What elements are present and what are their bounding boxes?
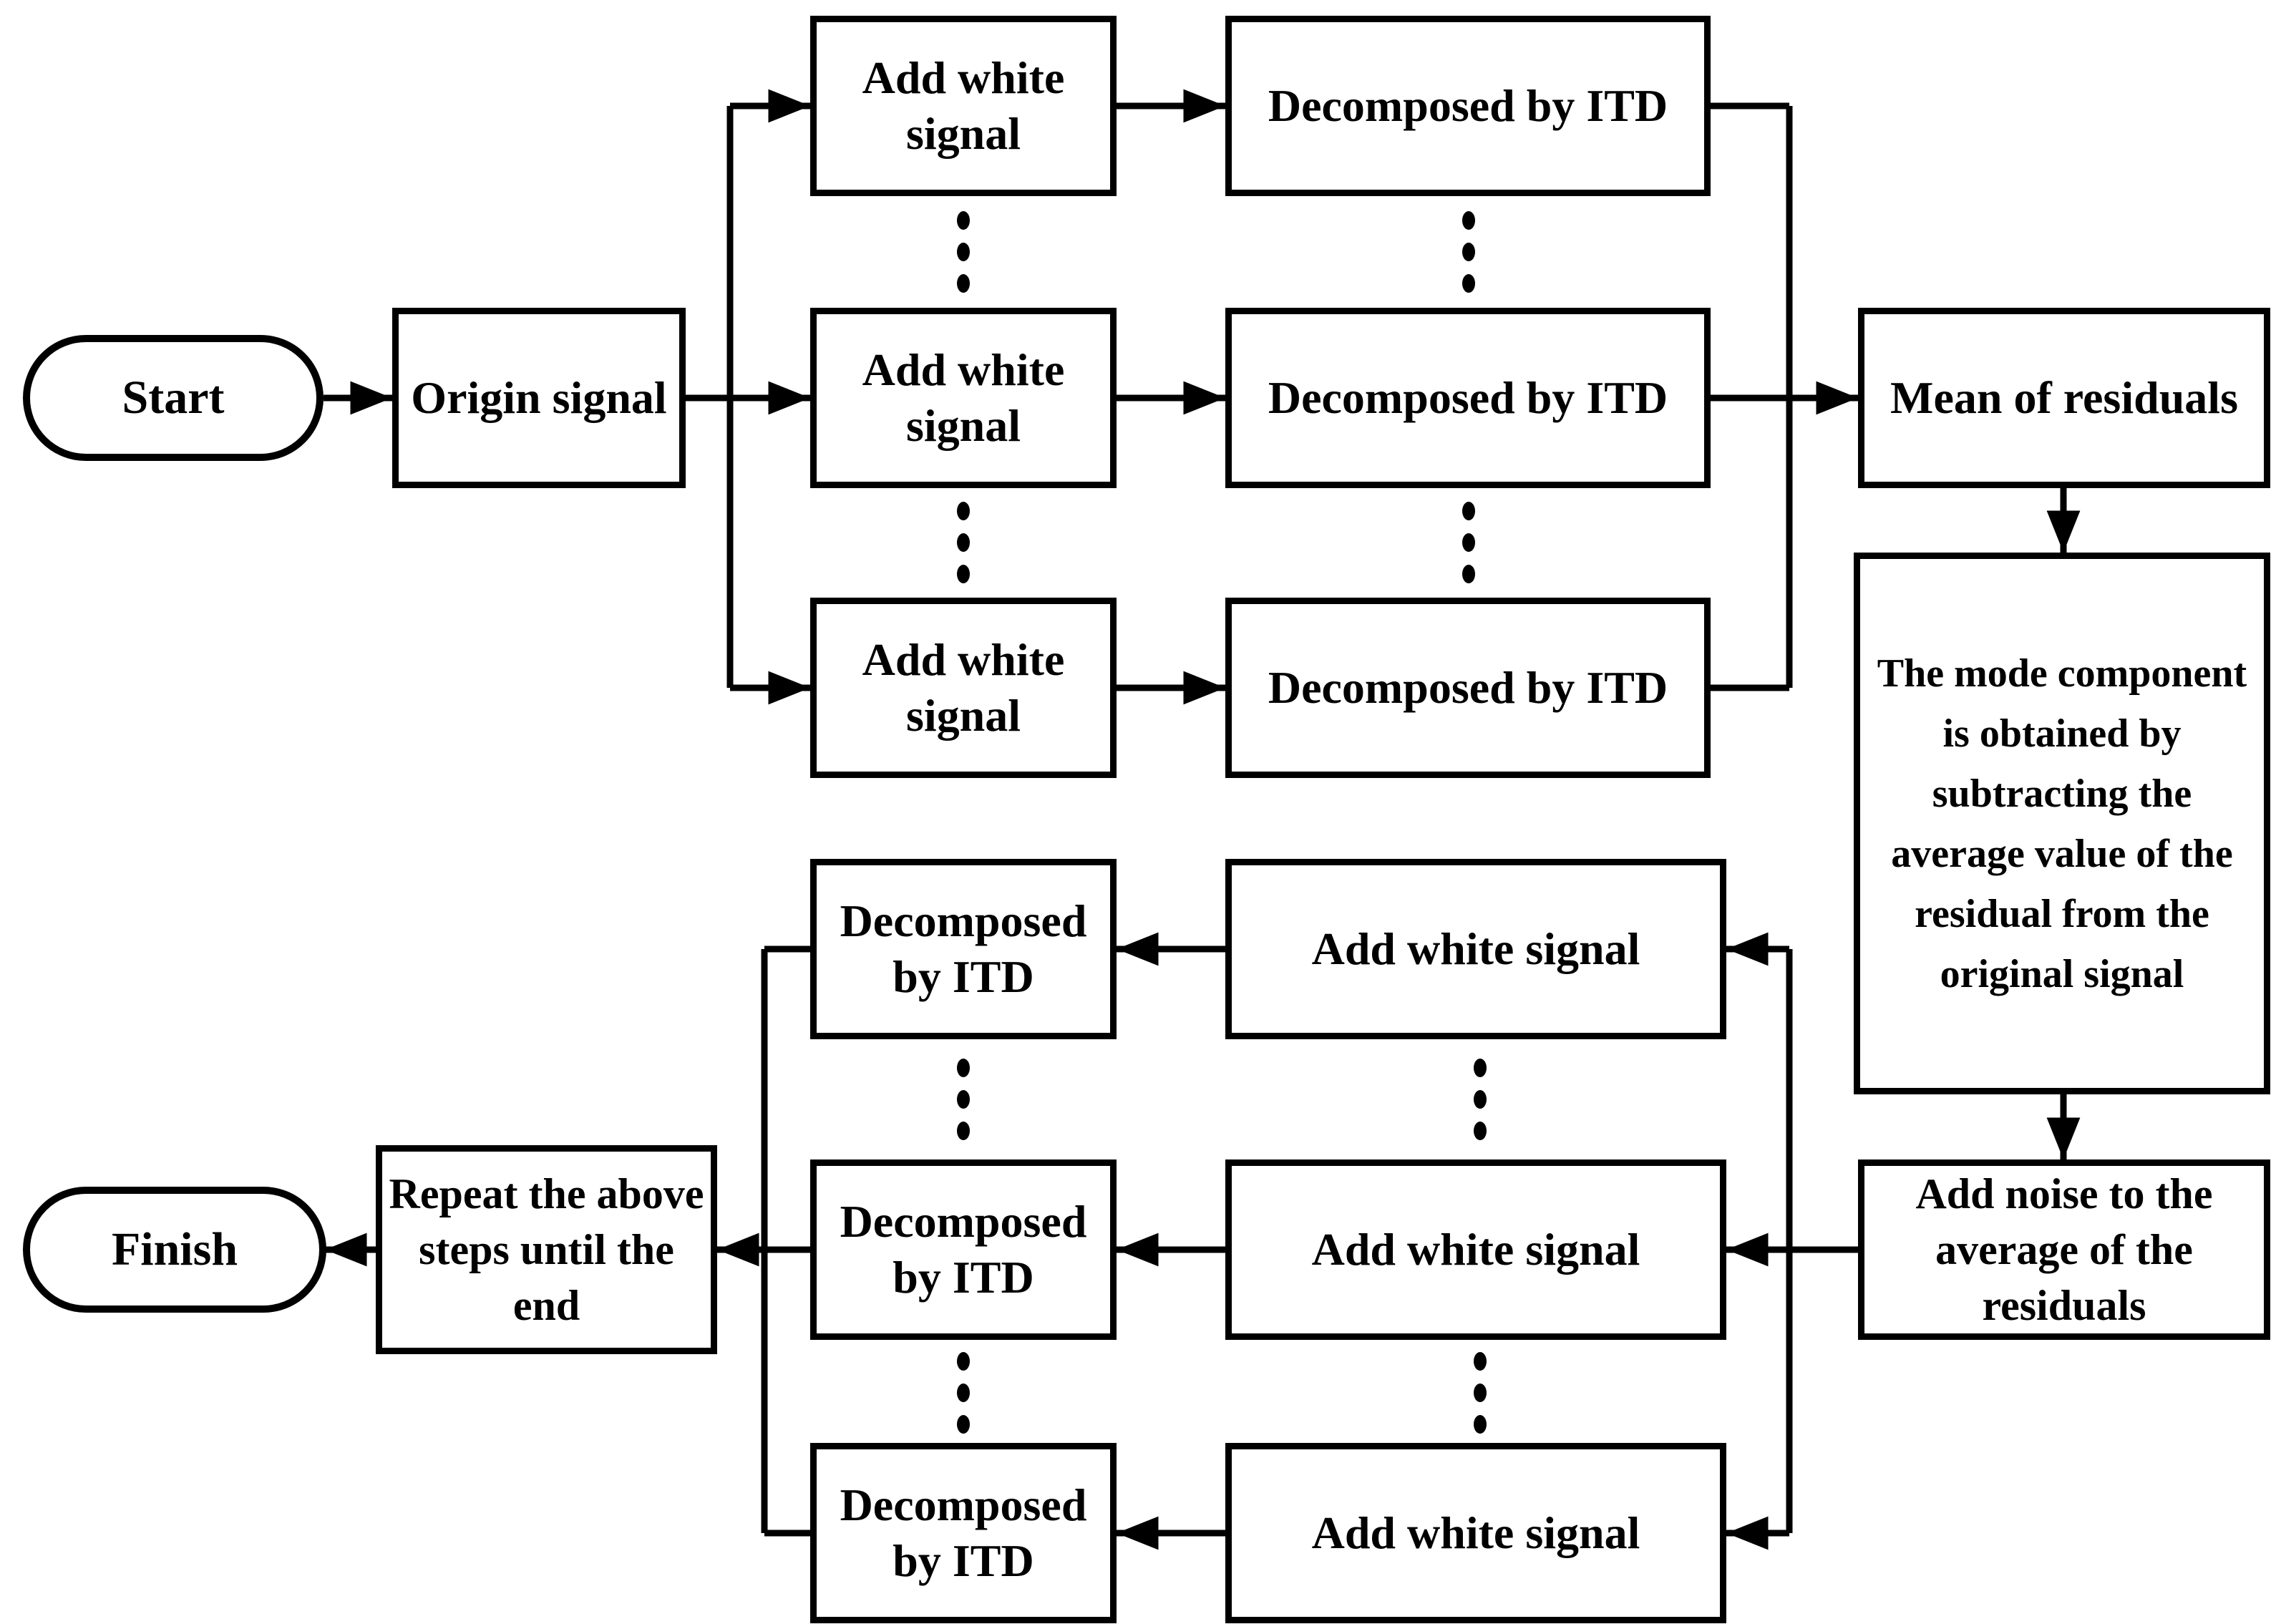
node-add-white-signal-top-1: Add white signal — [810, 16, 1117, 196]
node-label: Decomposed by ITD — [840, 1479, 1087, 1586]
ellipsis-dots-top-add-white-gap1 — [957, 211, 970, 293]
node-add-white-signal-top-3: Add white signal — [810, 598, 1117, 778]
node-label: Add white signal — [1311, 923, 1640, 974]
node-decomposed-by-itd-top-2: Decomposed by ITD — [1225, 308, 1711, 488]
node-mode-component: The mode component is obtained by subtra… — [1854, 553, 2270, 1094]
node-label: Add white signal — [862, 344, 1065, 451]
node-label: Decomposed by ITD — [1268, 371, 1668, 423]
node-finish-label: Finish — [111, 1223, 238, 1276]
node-origin-signal: Origin signal — [392, 308, 686, 488]
line-decomposed-bottom-collect-bus — [761, 945, 810, 1537]
node-start: Start — [23, 335, 324, 461]
node-add-white-signal-bottom-1: Add white signal — [1225, 859, 1726, 1039]
ellipsis-dots-bottom-decomposed-gap1 — [957, 1059, 970, 1140]
node-start-label: Start — [122, 371, 225, 424]
node-finish: Finish — [23, 1187, 326, 1313]
node-label: Decomposed by ITD — [1268, 661, 1668, 713]
node-repeat-steps: Repeat the above steps until the end — [376, 1145, 717, 1354]
node-origin-signal-label: Origin signal — [411, 371, 667, 423]
node-label: Decomposed by ITD — [840, 895, 1087, 1002]
node-label: Add white signal — [862, 633, 1065, 741]
line-origin-branch-bus — [686, 106, 734, 688]
node-decomposed-by-itd-top-3: Decomposed by ITD — [1225, 598, 1711, 778]
node-decomposed-by-itd-bottom-3: Decomposed by ITD — [810, 1443, 1117, 1623]
node-label: Decomposed by ITD — [1268, 79, 1668, 131]
node-add-white-signal-top-2: Add white signal — [810, 308, 1117, 488]
node-label: Add white signal — [862, 52, 1065, 159]
ellipsis-dots-top-decomposed-gap2 — [1462, 502, 1475, 583]
node-mean-of-residuals: Mean of residuals — [1858, 308, 2270, 488]
node-repeat-steps-label: Repeat the above steps until the end — [389, 1170, 704, 1329]
line-add-noise-branch-bus — [1786, 949, 1858, 1533]
ellipsis-dots-top-add-white-gap2 — [957, 502, 970, 583]
ellipsis-dots-bottom-decomposed-gap2 — [957, 1352, 970, 1434]
node-add-noise: Add noise to the average of the residual… — [1858, 1159, 2270, 1340]
ellipsis-dots-top-decomposed-gap1 — [1462, 211, 1475, 293]
node-label: Decomposed by ITD — [840, 1195, 1087, 1303]
node-label: Add white signal — [1311, 1507, 1640, 1558]
node-add-noise-label: Add noise to the average of the residual… — [1915, 1170, 2213, 1329]
ellipsis-dots-bottom-add-white-gap1 — [1474, 1059, 1487, 1140]
node-add-white-signal-bottom-3: Add white signal — [1225, 1443, 1726, 1623]
node-mean-of-residuals-label: Mean of residuals — [1890, 371, 2238, 423]
node-mode-component-label: The mode component is obtained by subtra… — [1877, 651, 2247, 996]
node-add-white-signal-bottom-2: Add white signal — [1225, 1159, 1726, 1340]
node-decomposed-by-itd-bottom-1: Decomposed by ITD — [810, 859, 1117, 1039]
ellipsis-dots-bottom-add-white-gap2 — [1474, 1352, 1487, 1434]
node-decomposed-by-itd-top-1: Decomposed by ITD — [1225, 16, 1711, 196]
node-decomposed-by-itd-bottom-2: Decomposed by ITD — [810, 1159, 1117, 1340]
node-label: Add white signal — [1311, 1223, 1640, 1275]
